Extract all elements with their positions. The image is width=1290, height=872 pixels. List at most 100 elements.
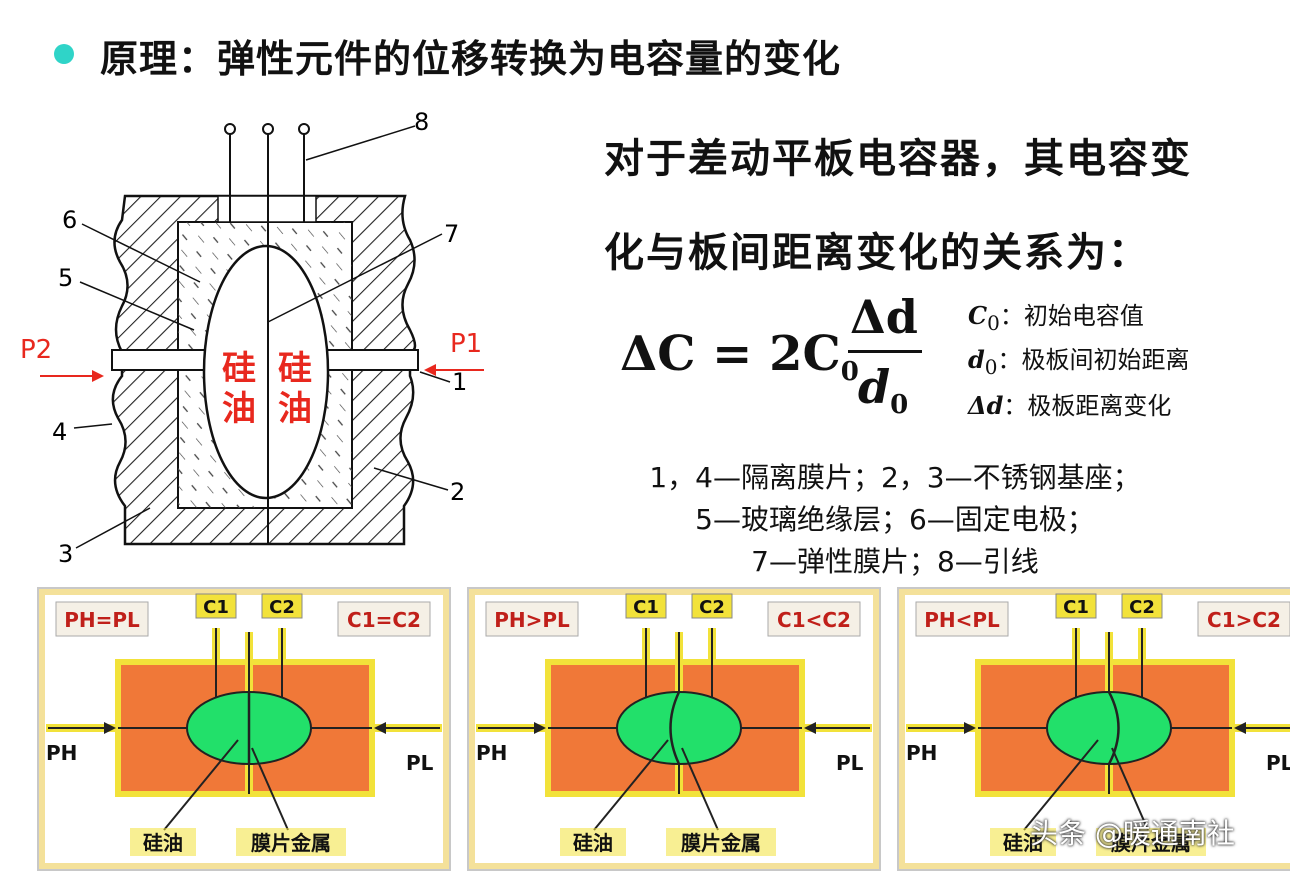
pl-arrow-head: [804, 722, 816, 734]
capacitance-relation-label: C1=C2: [347, 608, 421, 632]
oil-char-left-2: 油: [222, 389, 256, 429]
silicone-oil: [616, 691, 742, 765]
c2-label: C2: [699, 597, 725, 618]
label-8: 8: [414, 108, 429, 136]
panel-border: [899, 589, 1290, 869]
metal-tag: [666, 828, 776, 856]
ph-arrow-head: [964, 722, 976, 734]
pressure-relation-label: PH=PL: [64, 608, 140, 632]
oil-label: 硅油: [143, 831, 183, 855]
metal-label: 膜片金属: [680, 831, 761, 855]
metal-leader: [681, 747, 719, 831]
ph-arrow-head: [104, 722, 116, 734]
oil-char-left-1: 硅: [222, 349, 256, 389]
pressure-relation-label: PH>PL: [494, 608, 570, 632]
definition-d0: d0：极板间初始距离: [968, 340, 1190, 379]
c1-label: C1: [633, 597, 659, 618]
diaphragm-curve: [1107, 691, 1120, 765]
pl-label: PL: [836, 751, 864, 775]
c1-tag: [625, 593, 667, 619]
c1-label: C1: [203, 597, 229, 618]
capacitance-relation-label: C1>C2: [1207, 608, 1281, 632]
metal-leader: [251, 747, 289, 831]
oil-char-right-1: 硅: [278, 349, 312, 389]
ph-label: PH: [906, 741, 937, 765]
c2-tag: [1121, 593, 1163, 619]
oil-char-right-2: 油: [278, 389, 312, 429]
label-5: 5: [58, 264, 73, 292]
panel-border: [469, 589, 879, 869]
label-1: 1: [452, 368, 467, 396]
parts-legend-line-3: 7—弹性膜片；8—引线: [751, 545, 1039, 578]
oil-tag: [560, 828, 626, 856]
def-symbol: Δd: [968, 391, 1004, 420]
capacitance-formula: ΔC = 2C0 Δd d0: [620, 290, 940, 430]
c2-tag: [691, 593, 733, 619]
pl-label: PL: [406, 751, 434, 775]
metal-tag: [1096, 828, 1206, 856]
label-4: 4: [52, 418, 67, 446]
formula-numerator: Δd: [850, 290, 918, 344]
capacitance-label-box: [337, 601, 431, 637]
formula-den-text: d: [858, 360, 891, 414]
c1-tag: [1055, 593, 1097, 619]
def-subscript: 0: [987, 310, 1000, 335]
def-text: ：极板间初始距离: [997, 346, 1190, 374]
description-line-1: 对于差动平板电容器，其电容变: [604, 136, 1192, 182]
oil-chamber: [202, 244, 330, 500]
def-text: ：初始电容值: [999, 302, 1144, 330]
def-subscript: 0: [984, 354, 998, 379]
label-2: 2: [450, 478, 465, 506]
ph-label: PH: [476, 741, 507, 765]
label-6: 6: [62, 206, 77, 234]
c1-tag: [195, 593, 237, 619]
definition-delta-d: Δd：极板距离变化: [968, 386, 1171, 421]
pl-arrow-head: [1234, 722, 1246, 734]
formula-d-subscript: 0: [890, 390, 909, 420]
page-title: 原理：弹性元件的位移转换为电容量的变化: [100, 37, 842, 81]
diaphragm-curve: [669, 691, 681, 765]
p2-label: P2: [20, 335, 52, 365]
oil-tag: [130, 828, 196, 856]
silicone-oil: [1046, 691, 1172, 765]
c1-label: C1: [1063, 597, 1089, 618]
capacitance-label-box: [1197, 601, 1290, 637]
def-symbol: d: [968, 345, 985, 374]
pl-label: PL: [1266, 751, 1290, 775]
c2-tag: [261, 593, 303, 619]
fraction-bar: [848, 350, 922, 353]
def-symbol: C: [968, 301, 988, 330]
formula-denominator: d0: [858, 360, 908, 420]
p1-label: P1: [450, 329, 482, 359]
pressure-label-box: [485, 601, 579, 637]
description-line-2: 化与板间距离变化的关系为：: [604, 230, 1150, 276]
oil-label: 硅油: [1003, 831, 1043, 855]
metal-label: 膜片金属: [250, 831, 331, 855]
parts-legend-line-2: 5—玻璃绝缘层；6—固定电极；: [695, 503, 1095, 536]
title-bullet: [54, 44, 74, 64]
formula-c-subscript: 0: [840, 357, 859, 387]
parts-legend-line-1: 1，4—隔离膜片；2，3—不锈钢基座；: [649, 461, 1141, 494]
pl-arrow-head: [374, 722, 386, 734]
formula-lhs: ΔC = 2C0: [620, 326, 859, 387]
c2-label: C2: [1129, 597, 1155, 618]
oil-leader: [593, 739, 669, 831]
oil-leader: [163, 739, 239, 831]
label-7: 7: [444, 220, 459, 248]
ph-arrow-head: [534, 722, 546, 734]
sensor-cross-section: 8 7 6 5 1 4 2 3 P2 P1 硅 油 硅 油: [20, 108, 484, 568]
oil-label: 硅油: [573, 831, 613, 855]
oil-leader: [1023, 739, 1099, 831]
formula-lhs-text: ΔC = 2C: [620, 326, 841, 382]
definition-c0: C0：初始电容值: [968, 296, 1144, 335]
ph-label: PH: [46, 741, 77, 765]
pressure-relation-label: PH<PL: [924, 608, 1000, 632]
def-text: ：极板距离变化: [1003, 392, 1172, 420]
metal-tag: [236, 828, 346, 856]
c2-label: C2: [269, 597, 295, 618]
capacitance-relation-label: C1<C2: [777, 608, 851, 632]
metal-leader: [1111, 747, 1149, 831]
label-3: 3: [58, 540, 73, 568]
